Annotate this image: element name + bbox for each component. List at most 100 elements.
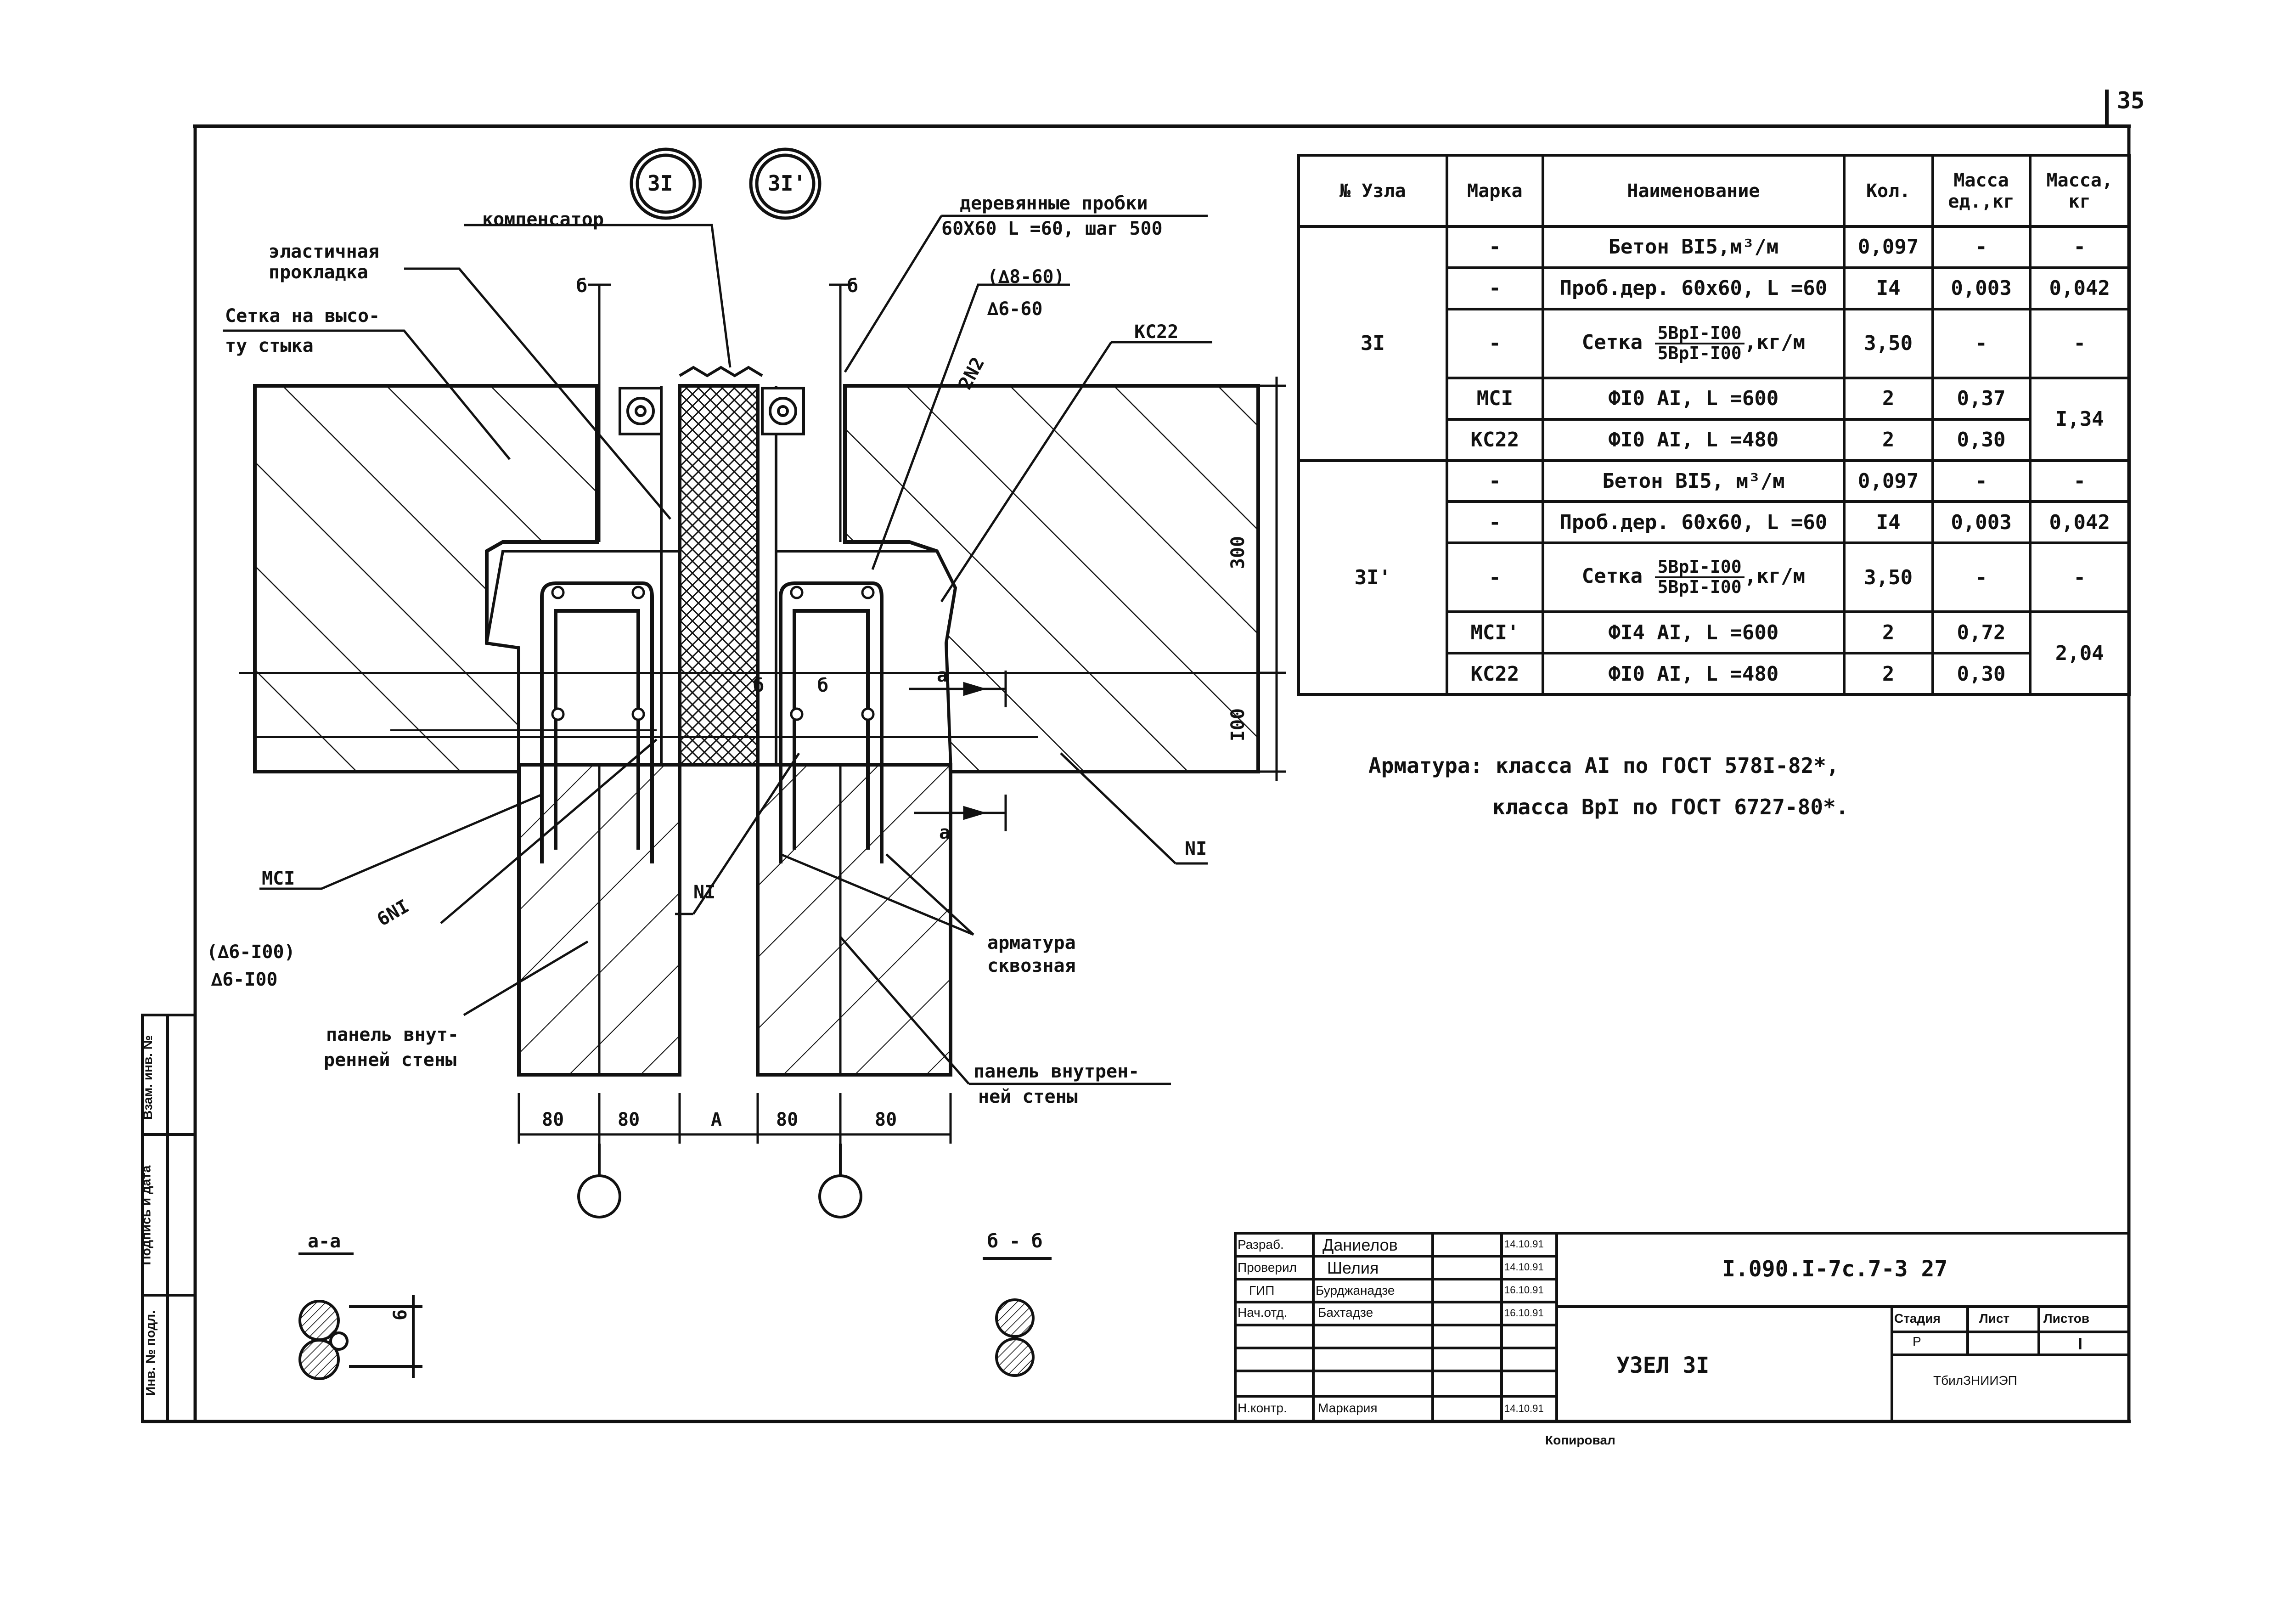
cell-r8-mark: - (1445, 541, 1545, 614)
cell-r7-mark: - (1445, 500, 1545, 545)
cell-r3-frac-top: 5ВрI-I00 (1654, 324, 1745, 344)
side-stamp-frame (141, 1014, 197, 1423)
label-rebar-b-top: (∆6-I00) (207, 942, 295, 963)
cell-r6-name: Бетон ВI5, м³/м (1542, 459, 1846, 503)
tb-org: ТбилЗНИИЭП (1933, 1373, 2017, 1387)
label-panel-right-1: панель внутрен- (974, 1061, 1140, 1082)
cell-r7-mass: 0,042 (2028, 500, 2131, 545)
cell-r4-qty: 2 (1842, 376, 1934, 421)
note-line-1: Арматура: класса АI по ГОСТ 578I-82*, (1368, 753, 1839, 778)
cell-r5-name: ФI0 АI, L =480 (1542, 417, 1846, 462)
tb-name5: Маркария (1318, 1401, 1378, 1415)
dim-100: I00 (1227, 708, 1249, 742)
page-number: 35 (2117, 87, 2145, 114)
cell-r10-unit: 0,30 (1931, 652, 2032, 696)
cell-r9-unit: 0,72 (1931, 610, 2032, 655)
side-stamp-inv: Инв. № подл. (143, 1310, 158, 1396)
cell-r9-qty: 2 (1842, 610, 1934, 655)
leader-lines (223, 214, 1212, 1085)
label-compensator: компенсатор (482, 209, 604, 230)
cell-r8-mass: - (2028, 541, 2131, 614)
th-mark: Марка (1445, 154, 1545, 228)
section-aa-title: а-а (308, 1231, 341, 1252)
dim-80a: 80 (542, 1109, 564, 1130)
dim-80c: 80 (776, 1109, 799, 1130)
node-marker-b: 3I' (768, 171, 806, 196)
dim-80d: 80 (875, 1109, 897, 1130)
label-n1-right: NI (1185, 838, 1207, 859)
th-node: № Узла (1297, 154, 1448, 228)
cell-r8-fraction: 5ВрI-I00 5ВрI-I00 (1654, 558, 1745, 597)
label-mesh-1: Сетка на высо- (225, 305, 380, 327)
section-a-arrows (909, 671, 1007, 831)
cell-r5-qty: 2 (1842, 417, 1934, 462)
tb-date4: 16.10.91 (1504, 1307, 1544, 1319)
cell-r2-mark: - (1445, 266, 1545, 310)
section-bb-title: б - б (987, 1231, 1043, 1252)
wood-plug-left (619, 387, 663, 435)
dimension-right (1258, 377, 1286, 781)
panel-left (517, 763, 681, 1077)
cell-r4-unit: 0,37 (1931, 376, 2032, 421)
label-wood-plugs-1: деревянные пробки (960, 193, 1148, 214)
cell-r10-mark: КС22 (1445, 652, 1545, 696)
cell-r6-unit: - (1931, 459, 2032, 503)
label-elastic-1: эластичная (269, 241, 379, 262)
cell-r6-qty: 0,097 (1842, 459, 1934, 503)
cell-r7-unit: 0,003 (1931, 500, 2032, 545)
cell-r2-unit: 0,003 (1931, 266, 2032, 310)
tb-sheets: I (2078, 1334, 2083, 1353)
specification-table: № Узла Марка Наименование Кол. Масса ед.… (1297, 154, 2131, 696)
tb-name4: Бахтадзе (1318, 1305, 1373, 1320)
cell-r3-name-post: ,кг/м (1744, 330, 1806, 354)
cell-r10-name: ФI0 АI, L =480 (1542, 652, 1846, 696)
tb-code: I.090.I-7с.7-3 27 (1722, 1256, 1948, 1282)
cell-r8-qty: 3,50 (1842, 541, 1934, 614)
cell-node-31p: 3I' (1297, 459, 1448, 696)
tb-name2: Шелия (1327, 1258, 1379, 1277)
cell-r9-mass: 2,04 (2028, 610, 2131, 696)
tb-sheet-h: Лист (1979, 1311, 2010, 1325)
stirrup-left (540, 581, 654, 863)
title-block-frame (1234, 1232, 2130, 1423)
cell-r8-name-post: ,кг/м (1744, 564, 1806, 588)
section-bb-drawing (983, 1257, 1052, 1377)
cell-r8-frac-top: 5ВрI-I00 (1654, 558, 1745, 579)
tb-sheets-h: Листов (2043, 1311, 2090, 1325)
cell-r4-mark: МСI (1445, 376, 1545, 421)
label-rebar-a-top: (∆8-60) (987, 266, 1065, 288)
cell-r10-qty: 2 (1842, 652, 1934, 696)
cell-r3-fraction: 5ВрI-I00 5ВрI-I00 (1654, 324, 1745, 363)
dimension-bottom (518, 1093, 952, 1144)
tb-date1: 14.10.91 (1504, 1238, 1544, 1250)
note-line-2: класса ВрI по ГОСТ 6727-80*. (1492, 795, 1849, 819)
label-panel-right-2: ней стены (978, 1086, 1078, 1107)
tb-title: УЗЕЛ 3I (1616, 1353, 1710, 1378)
label-mc1: МСI (262, 868, 295, 889)
dim-b-left: б (753, 675, 765, 696)
section-letter-b-left: б (576, 276, 588, 297)
cell-r8-unit: - (1931, 541, 2032, 614)
th-unit-mass: Масса ед.,кг (1931, 154, 2032, 228)
cell-r5-mark: КС22 (1445, 417, 1545, 462)
tb-name1: Даниелов (1322, 1235, 1398, 1254)
cell-node-31: 3I (1297, 225, 1448, 462)
cell-r9-name: ФI4 АI, L =600 (1542, 610, 1846, 655)
tb-role5: Н.контр. (1238, 1401, 1287, 1415)
compensator-strip (678, 384, 760, 767)
label-wood-plugs-2: 60Х60 L =60, шаг 500 (941, 218, 1163, 239)
tb-role1: Разраб. (1238, 1237, 1284, 1252)
tb-role2: Проверил (1238, 1260, 1297, 1275)
node-marker-a: 3I (647, 171, 673, 196)
wood-plug-right (761, 387, 805, 435)
side-stamp-sign: Подпись и дата (139, 1165, 153, 1265)
cell-r3-unit: - (1931, 307, 2032, 379)
cell-r6-mark: - (1445, 459, 1545, 503)
cell-r6-mass: - (2028, 459, 2131, 503)
cell-r3-mass: - (2028, 307, 2131, 379)
cell-r3-frac-bot: 5ВрI-I00 (1657, 343, 1742, 363)
axis-markers (577, 1144, 862, 1218)
section-letter-a-bot: а (939, 822, 951, 843)
label-n1-mid: NI (693, 882, 716, 903)
tb-date3: 16.10.91 (1504, 1284, 1544, 1296)
